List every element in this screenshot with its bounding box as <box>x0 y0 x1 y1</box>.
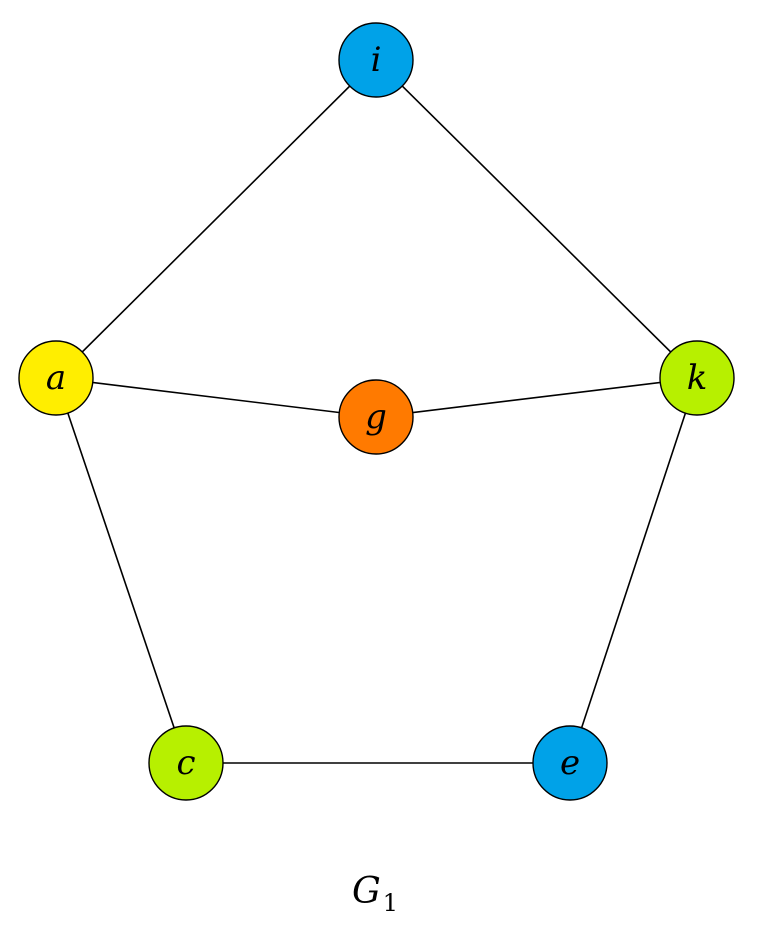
node-k-circle <box>659 340 735 416</box>
nodes-layer: i a g k c e <box>18 22 735 801</box>
node-a-label: a <box>46 358 66 398</box>
caption-subscript: 1 <box>383 889 398 917</box>
edge-g-k <box>375 377 698 418</box>
node-a: a <box>18 340 94 416</box>
node-g: g <box>338 379 414 455</box>
node-i-label: i <box>371 40 382 80</box>
caption-main: G <box>352 871 381 912</box>
edge-i-a <box>55 59 377 379</box>
node-k: k <box>659 340 735 416</box>
edge-a-g <box>55 377 377 418</box>
node-a-circle <box>18 340 94 416</box>
node-c-label: c <box>176 743 195 783</box>
node-k-label: k <box>687 358 708 398</box>
graph-caption: G1 <box>352 871 398 917</box>
node-i-circle <box>338 22 414 98</box>
edges-layer <box>55 59 698 764</box>
node-c: c <box>148 725 224 801</box>
edge-k-e <box>569 377 698 764</box>
node-e-label: e <box>560 743 580 783</box>
node-e: e <box>532 725 608 801</box>
node-i: i <box>338 22 414 98</box>
node-g-label: g <box>365 397 387 437</box>
edge-a-c <box>55 377 187 764</box>
edge-i-k <box>375 59 698 379</box>
node-g-circle <box>338 379 414 455</box>
node-e-circle <box>532 725 608 801</box>
node-c-circle <box>148 725 224 801</box>
